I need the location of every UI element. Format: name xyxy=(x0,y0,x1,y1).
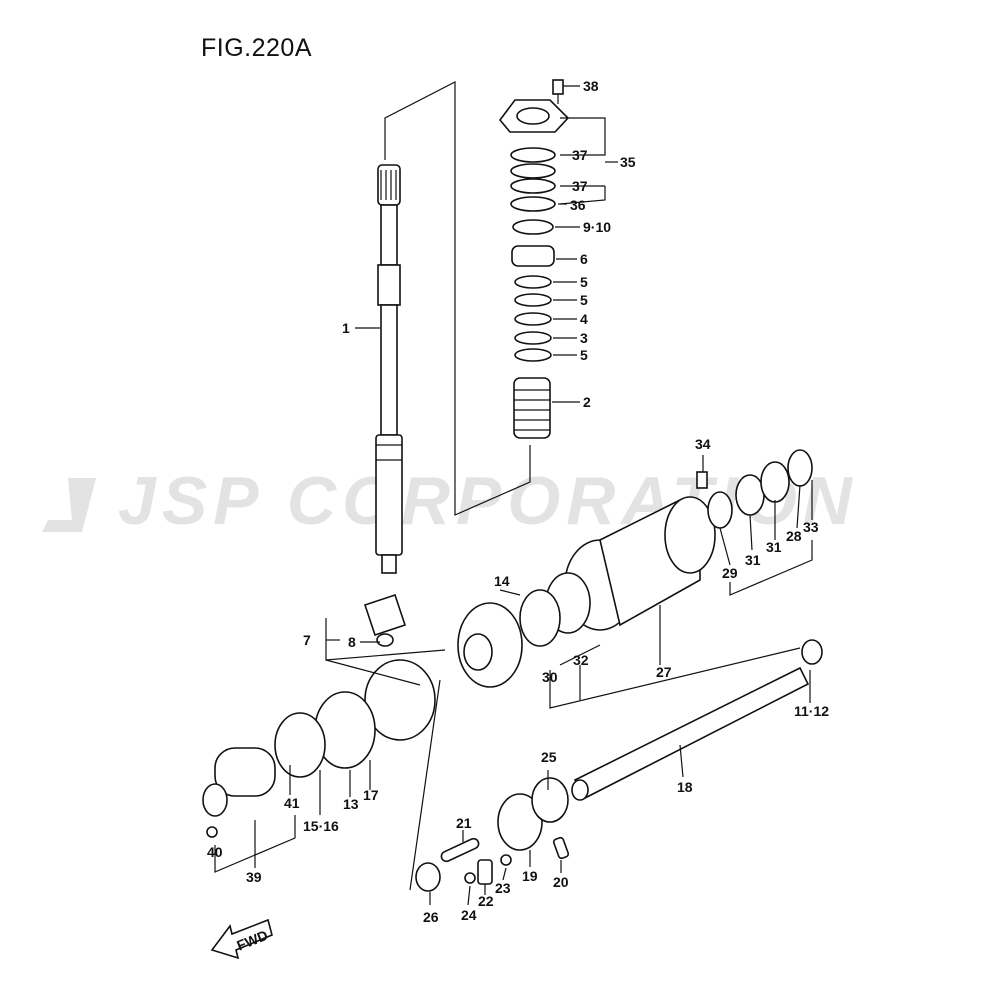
callout-5-b: 5 xyxy=(580,292,588,308)
callout-5-c: 5 xyxy=(580,347,588,363)
callout-36: 36 xyxy=(570,197,586,213)
clutch-parts xyxy=(415,777,570,892)
callout-26: 26 xyxy=(423,909,439,925)
callout-24: 24 xyxy=(461,907,477,923)
callout-32: 32 xyxy=(573,652,589,668)
leader-bracket-shaft xyxy=(384,81,531,516)
figure-title: FIG.220A xyxy=(201,34,312,62)
driveshaft xyxy=(375,164,403,574)
callout-labels: 38 37 35 37 36 9·10 6 5 5 4 3 5 2 1 34 3… xyxy=(207,78,829,925)
watermark-logo-icon xyxy=(38,470,108,540)
callout-31-a: 31 xyxy=(766,539,782,555)
callout-18: 18 xyxy=(677,779,693,795)
gear-assembly xyxy=(202,593,523,838)
callout-8: 8 xyxy=(348,634,356,650)
callout-31-b: 31 xyxy=(745,552,761,568)
callout-1: 1 xyxy=(342,320,350,336)
leader-lines xyxy=(214,85,813,906)
callout-17: 17 xyxy=(363,787,379,803)
bearing-housing xyxy=(519,449,813,647)
callout-20: 20 xyxy=(553,874,569,890)
callout-39: 39 xyxy=(246,869,262,885)
callout-11-12: 11·12 xyxy=(794,703,829,719)
callout-37-lower: 37 xyxy=(572,178,588,194)
callout-28: 28 xyxy=(786,528,802,544)
callout-14: 14 xyxy=(494,573,510,589)
callout-23: 23 xyxy=(495,880,511,896)
callout-33: 33 xyxy=(803,519,819,535)
callout-40: 40 xyxy=(207,844,223,860)
callout-21: 21 xyxy=(456,815,472,831)
callout-37-upper: 37 xyxy=(572,147,588,163)
callout-25: 25 xyxy=(541,749,557,765)
callout-3: 3 xyxy=(580,330,588,346)
callout-41: 41 xyxy=(284,795,300,811)
callout-22: 22 xyxy=(478,893,494,909)
callout-5-a: 5 xyxy=(580,274,588,290)
callout-2: 2 xyxy=(583,394,591,410)
callout-38: 38 xyxy=(583,78,599,94)
callout-9-10: 9·10 xyxy=(583,219,611,235)
callout-35: 35 xyxy=(620,154,636,170)
callout-19: 19 xyxy=(522,868,538,884)
callout-34: 34 xyxy=(695,436,711,452)
callout-7: 7 xyxy=(303,632,311,648)
callout-29: 29 xyxy=(722,565,738,581)
callout-6: 6 xyxy=(580,251,588,267)
fwd-arrow-icon: FWD xyxy=(210,918,273,960)
callout-13: 13 xyxy=(343,796,359,812)
bearing-stack xyxy=(498,79,570,439)
callout-30: 30 xyxy=(542,669,558,685)
callout-15-16: 15·16 xyxy=(303,818,339,834)
propeller-shaft xyxy=(571,639,823,801)
callout-4: 4 xyxy=(580,311,588,327)
callout-27: 27 xyxy=(656,664,672,680)
